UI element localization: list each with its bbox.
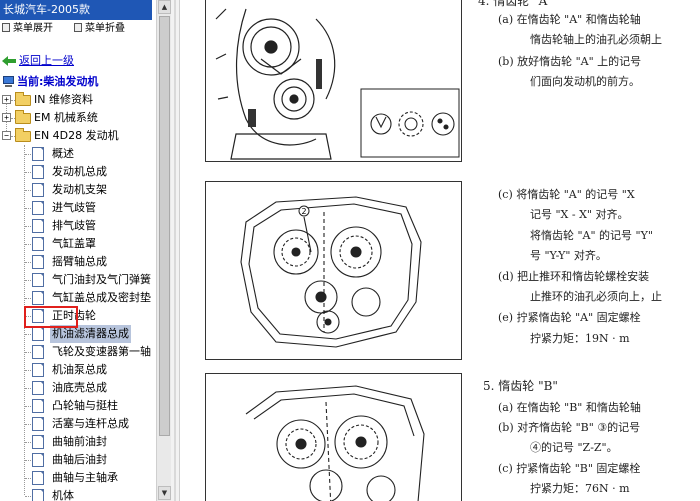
step-text: (c) 将惰齿轮 "A" 的记号 "X	[498, 188, 635, 201]
document-icon	[32, 237, 44, 251]
tree-item[interactable]: 活塞与连杆总成	[0, 415, 155, 433]
tree-title: 长城汽车-2005款	[0, 0, 152, 20]
document-icon	[32, 309, 44, 323]
figure-idler-gear-b	[205, 373, 462, 501]
document-icon	[32, 363, 44, 377]
tree-folder-en[interactable]: − EN 4D28 发动机	[0, 127, 155, 145]
document-icon	[32, 417, 44, 431]
document-icon	[32, 453, 44, 467]
step-text: (b) 对齐惰齿轮 "B" ③的记号	[498, 421, 641, 434]
document-icon	[32, 381, 44, 395]
torque-spec: 拧紧力矩：19N · m	[530, 332, 630, 345]
step-text: (e) 拧紧惰齿轮 "A" 固定螺栓	[498, 311, 641, 324]
document-icon	[32, 273, 44, 287]
step-text: 惰齿轮轴上的油孔必须朝上	[530, 33, 662, 46]
document-icon	[32, 345, 44, 359]
tree-item[interactable]: 发动机总成	[0, 163, 155, 181]
tree-item-selected[interactable]: 正时齿轮	[0, 307, 155, 325]
tree-item[interactable]: 气门油封及气门弹簧	[0, 271, 155, 289]
tree-item[interactable]: 气缸盖总成及密封垫	[0, 289, 155, 307]
document-pane: 2 4. 惰齿轮	[171, 0, 700, 501]
selection-highlight-box	[24, 306, 78, 328]
step-text: (a) 在惰齿轮 "A" 和惰齿轮轴	[498, 13, 641, 26]
tree-item[interactable]: 排气歧管	[0, 217, 155, 235]
document-icon	[32, 165, 44, 179]
document-icon	[32, 183, 44, 197]
scroll-up-arrow-icon[interactable]: ▲	[158, 0, 171, 14]
collapse-toggle[interactable]: −	[2, 131, 11, 140]
document-icon	[32, 471, 44, 485]
menu-expand-button[interactable]: 菜单展开	[2, 22, 53, 36]
tree-guide	[11, 118, 17, 119]
tree-item[interactable]: 机体	[0, 487, 155, 501]
tree-item[interactable]: 发动机支架	[0, 181, 155, 199]
tree-item[interactable]: 概述	[0, 145, 155, 163]
expand-icon	[2, 23, 10, 32]
scrollbar-thumb[interactable]	[159, 16, 170, 436]
tree-item[interactable]: 油底壳总成	[0, 379, 155, 397]
tree-folder-in[interactable]: + IN 维修资料	[0, 91, 155, 109]
document-icon	[32, 327, 44, 341]
tree-item[interactable]: 气缸盖罩	[0, 235, 155, 253]
idler-gear-b-illustration	[245, 385, 425, 501]
step-text: ④的记号 "Z-Z"。	[530, 441, 618, 454]
step-text: (d) 把止推环和惰齿轮螺栓安装	[498, 270, 650, 283]
document-icon	[32, 255, 44, 269]
folder-icon	[15, 92, 31, 106]
open-folder-icon	[15, 128, 31, 142]
collapse-icon	[74, 23, 82, 32]
tree-item[interactable]: 进气歧管	[0, 199, 155, 217]
torque-spec: 拧紧力矩：76N · m	[530, 482, 630, 495]
back-arrow-icon	[2, 56, 16, 66]
tree-scrollbar[interactable]: ▲ ▼	[156, 0, 171, 501]
engine-gears-illustration	[215, 8, 460, 160]
step-text: 将惰齿轮 "A" 的记号 "Y"	[530, 229, 653, 242]
step-text: (a) 在惰齿轮 "B" 和惰齿轮轴	[498, 401, 641, 414]
step-text: (c) 拧紧惰齿轮 "B" 固定螺栓	[498, 462, 641, 475]
document-page: 2 4. 惰齿轮	[183, 0, 700, 501]
expand-toggle[interactable]: +	[2, 113, 11, 122]
figure-engine-gears	[205, 0, 462, 162]
heading-idler-gear-a: 4. 惰齿轮 "A"	[478, 0, 553, 8]
timing-cover-illustration: 2	[240, 196, 422, 348]
tree-folder-em[interactable]: + EM 机械系统	[0, 109, 155, 127]
pane-splitter[interactable]	[171, 0, 180, 501]
navigation-pane: 长城汽车-2005款 菜单展开 菜单折叠 返回上一级 当前:柴油发动机 + IN…	[0, 0, 171, 501]
tree-item[interactable]: 摇臂轴总成	[0, 253, 155, 271]
current-node: 当前:柴油发动机	[0, 73, 155, 91]
tree-guide	[11, 100, 17, 101]
folder-icon	[15, 110, 31, 124]
step-text: 记号 "X - X" 对齐。	[530, 208, 629, 221]
menu-collapse-button[interactable]: 菜单折叠	[74, 22, 125, 36]
tree-item-highlighted[interactable]: 机油滤清器总成	[0, 325, 155, 343]
step-text: 止推环的油孔必须向上，止	[530, 290, 662, 303]
document-icon	[32, 435, 44, 449]
tree-guide	[11, 136, 17, 137]
document-icon	[32, 291, 44, 305]
menu-row: 菜单展开 菜单折叠	[0, 22, 160, 36]
tree-item[interactable]: 机油泵总成	[0, 361, 155, 379]
scroll-down-arrow-icon[interactable]: ▼	[158, 486, 171, 500]
expand-toggle[interactable]: +	[2, 95, 11, 104]
tree-item[interactable]: 凸轮轴与挺柱	[0, 397, 155, 415]
tree-item[interactable]: 曲轴前油封	[0, 433, 155, 451]
step-text: (b) 放好惰齿轮 "A" 上的记号	[498, 55, 642, 68]
document-icon	[32, 219, 44, 233]
document-icon	[32, 399, 44, 413]
tree-item[interactable]: 曲轴与主轴承	[0, 469, 155, 487]
step-text: 们面向发动机的前方。	[530, 75, 640, 88]
tree-item[interactable]: 曲轴后油封	[0, 451, 155, 469]
heading-idler-gear-b: 5. 惰齿轮 "B"	[483, 379, 558, 393]
figure-callout-2: 2	[302, 207, 307, 216]
document-icon	[32, 147, 44, 161]
document-icon	[32, 489, 44, 501]
document-icon	[32, 201, 44, 215]
tree-item[interactable]: 飞轮及变速器第一轴	[0, 343, 155, 361]
figure-timing-cover: 2	[205, 181, 462, 360]
step-text: 号 "Y-Y" 对齐。	[530, 249, 607, 262]
back-link[interactable]: 返回上一级	[0, 52, 155, 70]
computer-icon	[2, 76, 15, 88]
